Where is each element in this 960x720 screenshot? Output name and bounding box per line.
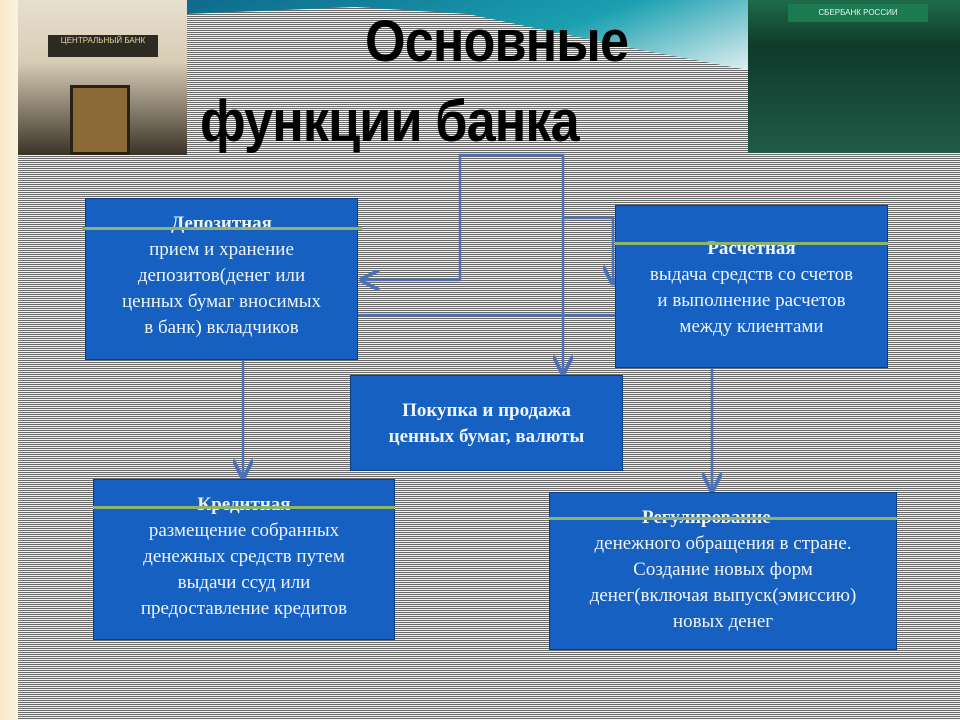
box-heading: Депозитная: [171, 213, 272, 234]
securities-box: Покупка и продажа ценных бумаг, валюты: [350, 375, 623, 471]
central-bank-sign: ЦЕНТРАЛЬНЫЙ БАНК: [48, 35, 158, 57]
box-text: Создание новых форм: [633, 559, 813, 580]
box-heading: Кредитная: [197, 494, 291, 515]
box-heading: Расчетная: [707, 238, 796, 259]
box-text: и выполнение расчетов: [657, 290, 846, 311]
box-text: размещение собранных: [148, 520, 340, 541]
box-text: прием и хранение: [149, 239, 294, 260]
connector-to-settlement: [563, 216, 613, 283]
box-text: выдачи ссуд или: [177, 572, 311, 593]
accent-line: [615, 242, 888, 245]
box-text: выдача средств со счетов: [649, 264, 854, 285]
accent-line: [549, 517, 897, 520]
title-line-1: Основные: [365, 9, 629, 74]
regulation-box: Регулирование денежного обращения в стра…: [549, 492, 897, 650]
box-text: денежных средств путем: [143, 546, 345, 567]
box-text: ценных бумаг, валюты: [388, 426, 585, 447]
box-text: денег(включая выпуск(эмиссию): [589, 585, 857, 606]
central-bank-photo: ЦЕНТРАЛЬНЫЙ БАНК: [18, 0, 187, 155]
box-text: Покупка и продажа: [402, 400, 571, 421]
door: [70, 85, 130, 155]
accent-line: [93, 506, 395, 509]
sberbank-photo: СБЕРБАНК РОССИИ: [748, 0, 960, 153]
left-border-strip: [0, 0, 18, 720]
box-text: предоставление кредитов: [140, 598, 348, 619]
sberbank-sign: СБЕРБАНК РОССИИ: [788, 4, 928, 22]
box-text: денежного обращения в стране.: [594, 533, 852, 554]
box-text: ценных бумаг вносимых: [121, 291, 322, 312]
box-text: новых денег: [672, 611, 774, 632]
title-line-2: функции банка: [200, 89, 580, 154]
connector-top: [458, 153, 563, 373]
box-text: в банк) вкладчиков: [144, 317, 299, 338]
deposit-box: Депозитная прием и хранение депозитов(де…: [85, 198, 358, 360]
credit-box: Кредитная размещение собранных денежных …: [93, 479, 395, 640]
box-text: между клиентами: [679, 316, 824, 337]
box-text: депозитов(денег или: [137, 265, 306, 286]
accent-line: [82, 227, 362, 230]
settlement-box: Расчетная выдача средств со счетов и вып…: [615, 205, 888, 368]
